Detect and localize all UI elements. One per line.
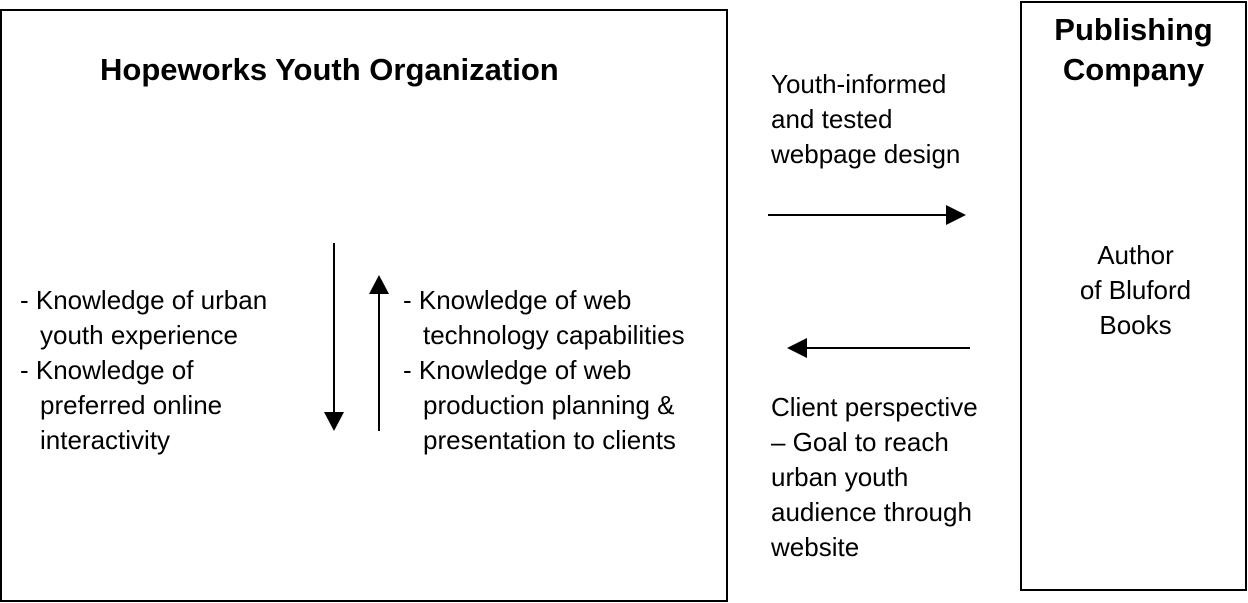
youth-knowledge-line: interactivity bbox=[40, 425, 171, 455]
web-knowledge-line: production planning & bbox=[423, 390, 675, 420]
web-knowledge-line: - Knowledge of web bbox=[403, 355, 632, 385]
author-label: Author of Bluford Books bbox=[1024, 238, 1247, 343]
flow-to-hopeworks-line: Client perspective bbox=[771, 392, 978, 422]
flow-to-hopeworks-line: website bbox=[771, 532, 860, 562]
web-knowledge-list: - Knowledge of web technology capabiliti… bbox=[403, 283, 685, 458]
publishing-company-title: Publishing Company bbox=[1020, 10, 1247, 90]
flow-to-hopeworks-line: – Goal to reach bbox=[771, 427, 949, 457]
publishing-company-title-line: Publishing bbox=[1054, 12, 1213, 47]
left-arrow bbox=[787, 338, 970, 358]
flow-to-hopeworks-line: urban youth bbox=[771, 462, 909, 492]
hopeworks-box bbox=[0, 9, 728, 602]
youth-knowledge-line: youth experience bbox=[40, 320, 239, 350]
author-label-line: Author bbox=[1097, 240, 1174, 270]
publishing-company-title-line: Company bbox=[1062, 52, 1205, 87]
publishing-company-box bbox=[1020, 1, 1247, 591]
youth-knowledge-line: preferred online bbox=[40, 390, 223, 420]
youth-knowledge-line: - Knowledge of urban bbox=[20, 285, 268, 315]
right-arrow bbox=[768, 205, 966, 225]
flow-to-company-line: and tested bbox=[771, 104, 893, 134]
flow-to-company-line: webpage design bbox=[771, 139, 961, 169]
youth-knowledge-list: - Knowledge of urban youth experience - … bbox=[20, 283, 267, 458]
web-knowledge-line: technology capabilities bbox=[423, 320, 685, 350]
author-label-line: of Bluford bbox=[1079, 275, 1192, 305]
flow-to-hopeworks-line: audience through bbox=[771, 497, 972, 527]
web-knowledge-line: - Knowledge of web bbox=[403, 285, 632, 315]
flow-to-hopeworks-label: Client perspective – Goal to reach urban… bbox=[771, 390, 978, 565]
youth-knowledge-line: - Knowledge of bbox=[20, 355, 194, 385]
web-knowledge-line: presentation to clients bbox=[423, 425, 676, 455]
flow-to-company-label: Youth-informed and tested webpage design bbox=[771, 67, 960, 172]
author-label-line: Books bbox=[1099, 310, 1172, 340]
flow-to-company-line: Youth-informed bbox=[771, 69, 947, 99]
hopeworks-title: Hopeworks Youth Organization bbox=[100, 52, 559, 87]
